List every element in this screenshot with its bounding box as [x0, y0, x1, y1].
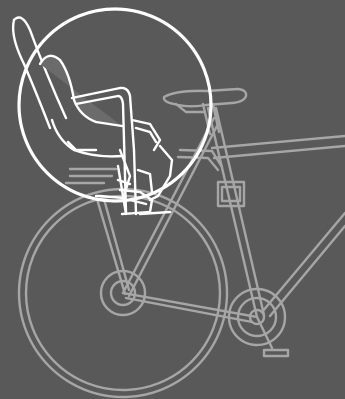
chainring: [229, 289, 288, 356]
